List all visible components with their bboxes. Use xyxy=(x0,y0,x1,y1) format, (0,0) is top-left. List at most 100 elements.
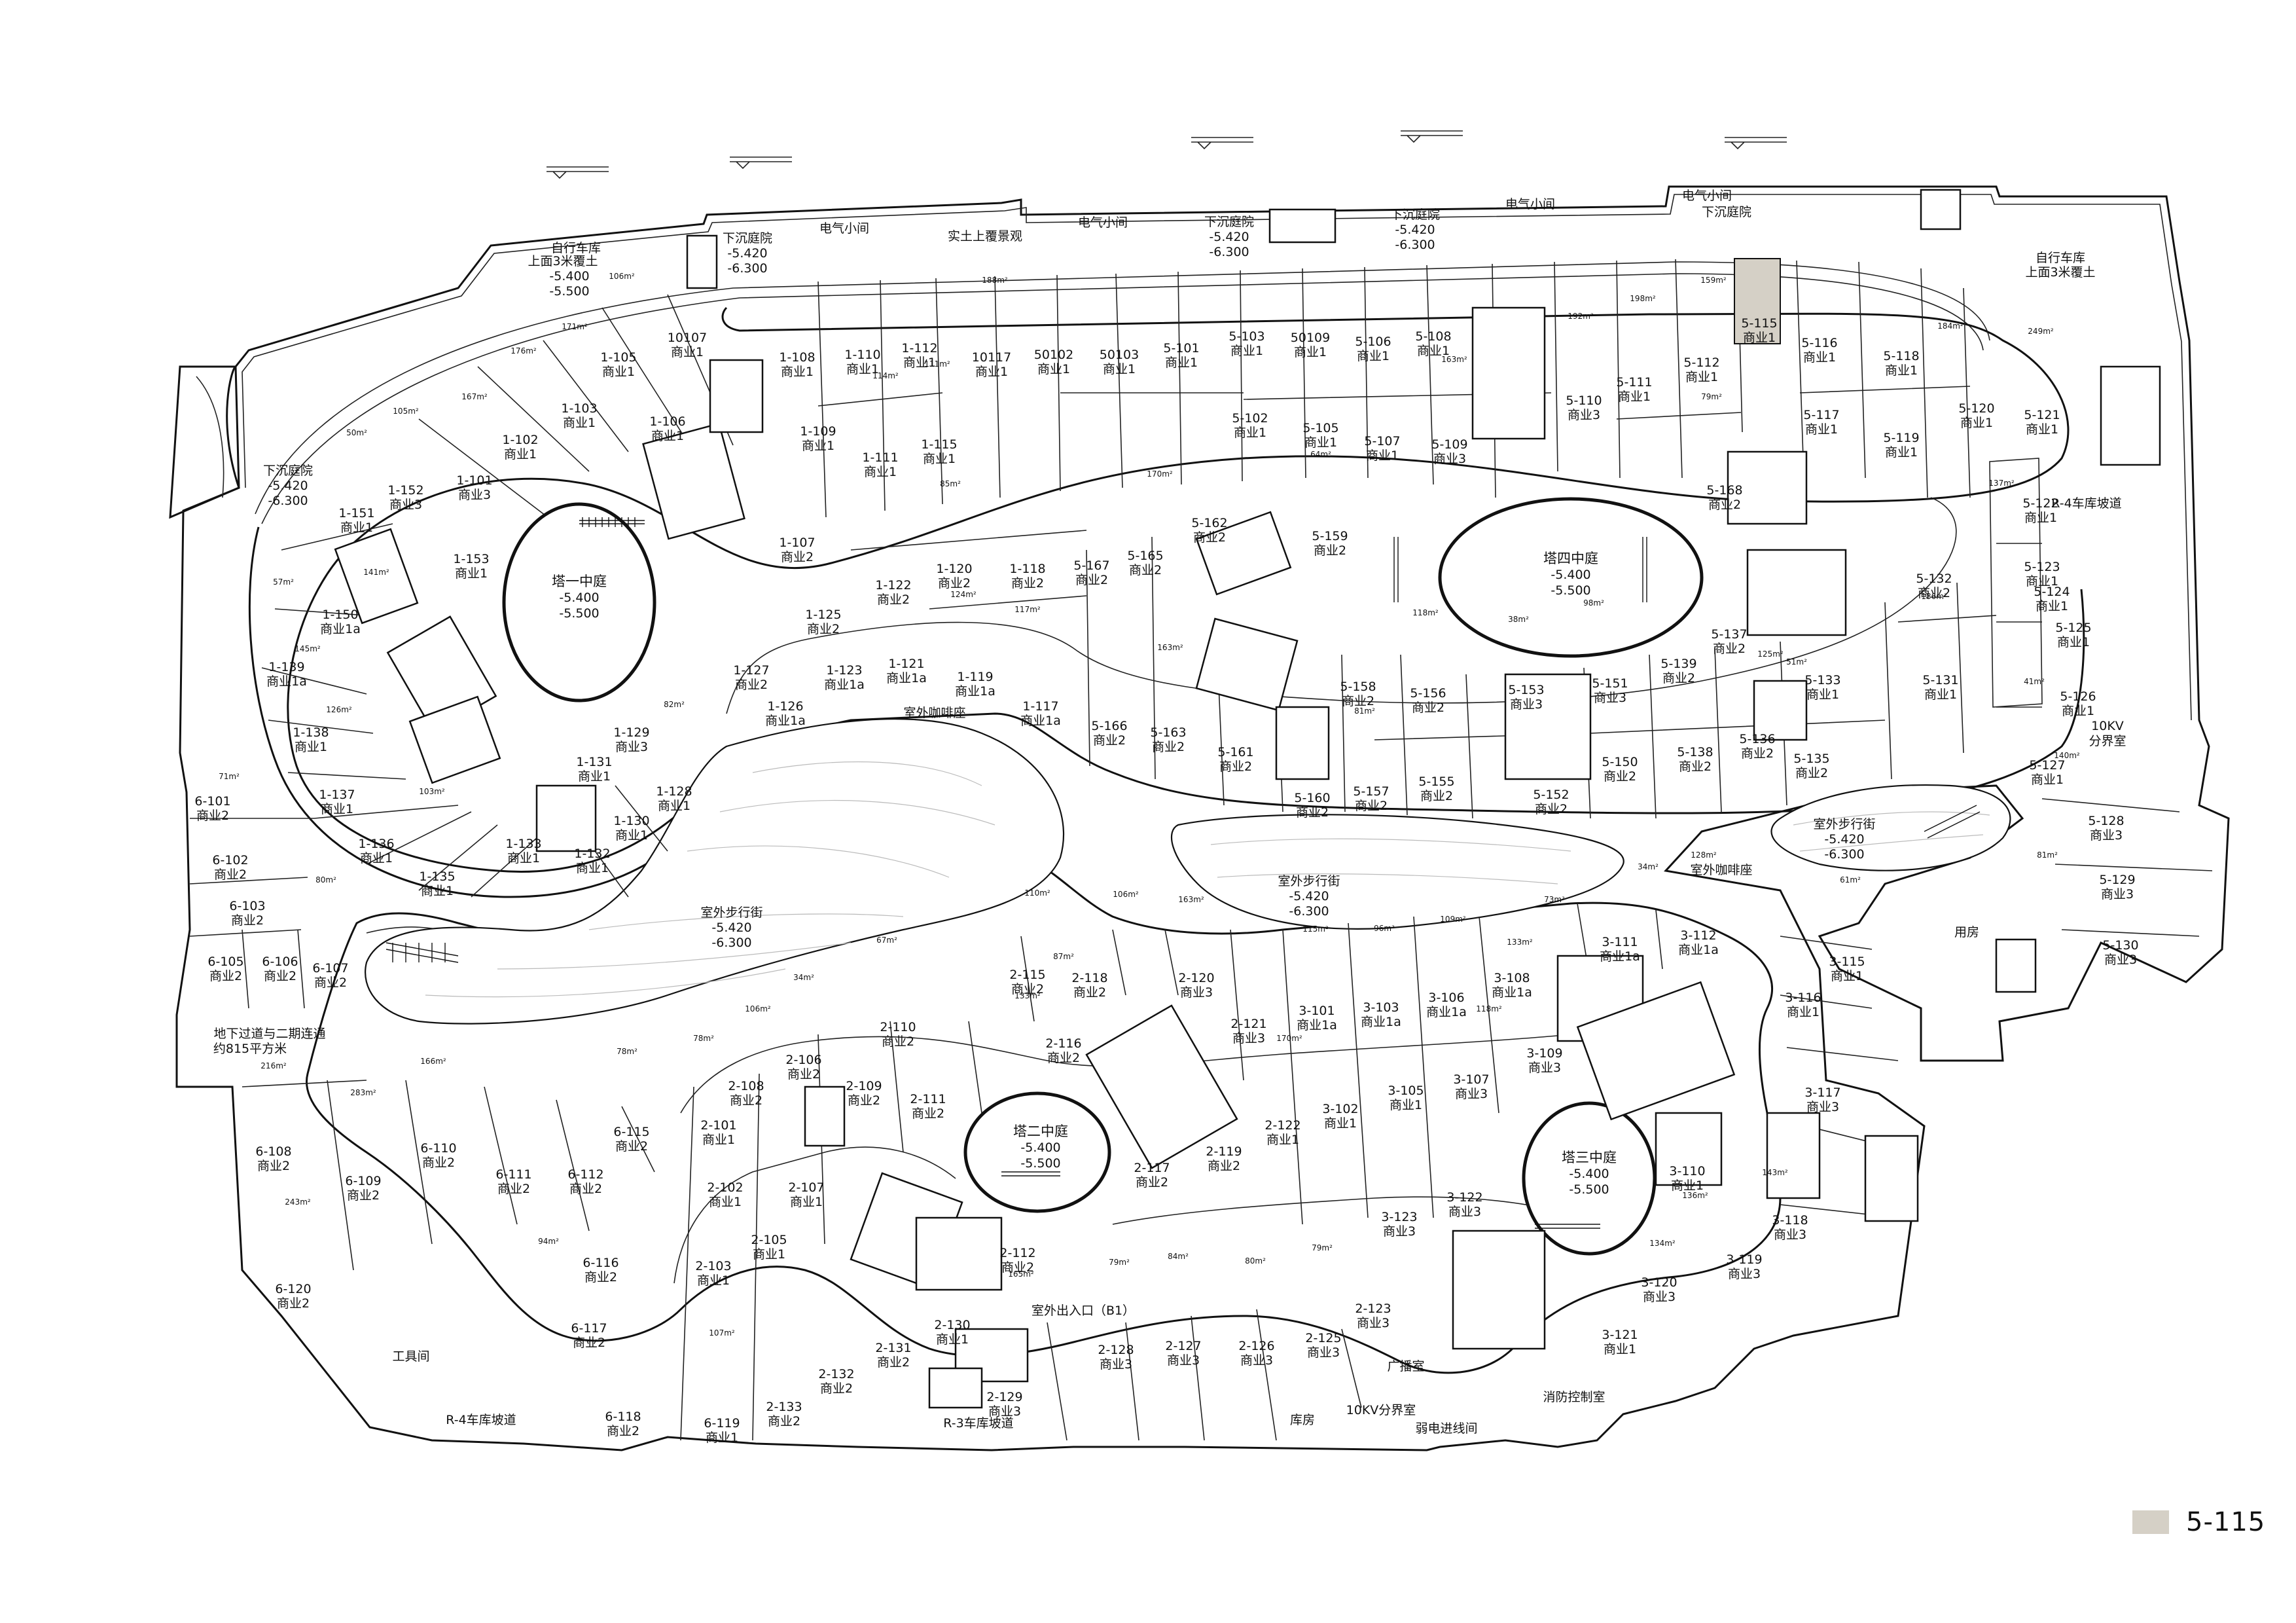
space-label: -6.300 xyxy=(727,261,767,276)
space-label: -6.300 xyxy=(1824,847,1864,862)
area-label: 103m² xyxy=(419,787,445,796)
area-label: 78m² xyxy=(617,1047,637,1056)
unit-number: 5-152 xyxy=(1533,788,1569,802)
area-label: 141m² xyxy=(363,568,389,577)
unit-use: 商业1 xyxy=(360,851,393,866)
area-label: 96m² xyxy=(1374,924,1395,933)
area-label: 109m² xyxy=(1440,915,1466,924)
area-label: 133m² xyxy=(1507,938,1533,947)
unit-use: 商业2 xyxy=(820,1381,853,1396)
unit-use: 商业1 xyxy=(1366,448,1399,463)
unit-number: 5-135 xyxy=(1793,752,1829,766)
unit-use: 商业2 xyxy=(1795,766,1828,780)
atrium-level: -5.400 xyxy=(559,591,599,605)
unit-number: 2-106 xyxy=(785,1053,821,1067)
area-label: 111m² xyxy=(924,359,950,369)
unit-number: 3-121 xyxy=(1602,1328,1638,1342)
unit-use: 商业1a xyxy=(1600,949,1640,964)
area-label: 163m² xyxy=(1178,895,1204,904)
area-label: 107m² xyxy=(709,1328,735,1338)
unit-number: 3-101 xyxy=(1299,1004,1335,1018)
service-cores xyxy=(334,306,2161,1409)
unit-number: 2-121 xyxy=(1230,1017,1266,1031)
unit-use: 商业1 xyxy=(702,1133,735,1147)
unit-use: 商业2 xyxy=(1355,799,1388,813)
unit-use: 商业3 xyxy=(1232,1031,1265,1046)
unit-use: 商业2 xyxy=(231,913,264,928)
atrium-name: 塔三中庭 xyxy=(1562,1150,1617,1165)
atrium-level: -5.400 xyxy=(1569,1167,1609,1181)
space-label: 10KV xyxy=(2091,719,2124,733)
unit-number: 5-167 xyxy=(1073,558,1109,573)
unit-number: 1-138 xyxy=(293,725,329,740)
unit-use: 商业2 xyxy=(781,550,814,564)
area-label: 114m² xyxy=(872,371,899,380)
unit-number: 1-132 xyxy=(574,847,610,861)
unit-use: 商业3 xyxy=(1307,1345,1340,1360)
unit-use: 商业1 xyxy=(1390,1098,1422,1112)
unit-number: 2-108 xyxy=(728,1079,764,1093)
unit-use: 商业1 xyxy=(1885,363,1918,378)
unit-number: 6-117 xyxy=(571,1321,607,1336)
unit-number: 5-156 xyxy=(1410,686,1446,701)
unit-use: 商业1 xyxy=(1924,687,1957,702)
unit-number: 1-121 xyxy=(888,657,924,671)
unit-use: 商业1 xyxy=(1685,370,1718,384)
unit-number: 5-109 xyxy=(1431,437,1467,452)
atrium-t2 xyxy=(963,1091,1111,1213)
unit-number: 10107 xyxy=(668,331,707,345)
unit-number: 3-112 xyxy=(1680,928,1716,943)
unit-number: 3-110 xyxy=(1669,1164,1705,1178)
area-label: 110m² xyxy=(1024,888,1050,898)
unit-number: 6-119 xyxy=(704,1416,740,1431)
unit-use: 商业1 xyxy=(1743,331,1776,345)
unit-number: 1-130 xyxy=(613,814,649,828)
atrium-t1 xyxy=(502,502,656,702)
space-label: 实土上覆景观 xyxy=(948,229,1022,244)
area-labels: 106m²171m²176m²167m²105m²50m²188m²114m²1… xyxy=(219,272,2080,1338)
area-label: 167m² xyxy=(461,392,488,401)
unit-number: 5-151 xyxy=(1592,676,1628,691)
unit-number: 2-107 xyxy=(788,1180,824,1195)
area-label: 80m² xyxy=(315,875,336,884)
unit-number: 5-162 xyxy=(1191,516,1227,530)
space-label: R-4车库坡道 xyxy=(446,1413,516,1427)
unit-use: 商业3 xyxy=(1180,985,1213,1000)
atrium-t3 xyxy=(1522,1101,1657,1256)
area-label: 126m² xyxy=(326,705,352,714)
area-label: 170m² xyxy=(1147,469,1173,479)
area-label: 188m² xyxy=(982,276,1008,285)
area-label: 125m² xyxy=(1757,649,1784,659)
area-label: 64m² xyxy=(1310,450,1331,459)
unit-use: 商业3 xyxy=(1383,1224,1416,1239)
space-label: 分界室 xyxy=(2089,734,2126,748)
unit-number: 1-119 xyxy=(957,670,993,684)
unit-use: 商业1a xyxy=(1426,1005,1467,1019)
unit-use: 商业2 xyxy=(735,678,768,692)
unit-use: 商业2 xyxy=(1075,573,1108,587)
space-label: 地下过道与二期连通 xyxy=(213,1027,325,1041)
unit-use: 商业2 xyxy=(877,1355,910,1370)
unit-use: 商业1 xyxy=(1806,687,1839,702)
unit-number: 1-151 xyxy=(338,506,374,520)
unit-number: 5-168 xyxy=(1706,483,1742,498)
space-label: 下沉庭院 xyxy=(723,231,772,246)
area-label: 87m² xyxy=(1053,952,1074,961)
unit-use: 商业1 xyxy=(340,520,373,535)
unit-use: 商业1a xyxy=(1492,985,1532,1000)
unit-use: 商业2 xyxy=(1011,982,1044,996)
unit-use: 商业1a xyxy=(824,678,865,692)
unit-number: 6-108 xyxy=(255,1144,291,1159)
area-label: 184m² xyxy=(1937,321,1964,331)
unit-number: 2-110 xyxy=(880,1020,916,1034)
unit-number: 3-119 xyxy=(1726,1252,1762,1267)
unit-number: 2-132 xyxy=(818,1367,854,1381)
unit-use: 商业2 xyxy=(1073,985,1106,1000)
area-label: 140m² xyxy=(2054,751,2080,760)
area-label: 163m² xyxy=(1157,643,1183,652)
unit-use: 商业1 xyxy=(2036,599,2068,613)
unit-use: 商业2 xyxy=(1208,1159,1240,1173)
unit-use: 商业1 xyxy=(790,1195,823,1209)
unit-number: 1-112 xyxy=(901,341,937,356)
unit-number: 6-112 xyxy=(567,1167,603,1182)
